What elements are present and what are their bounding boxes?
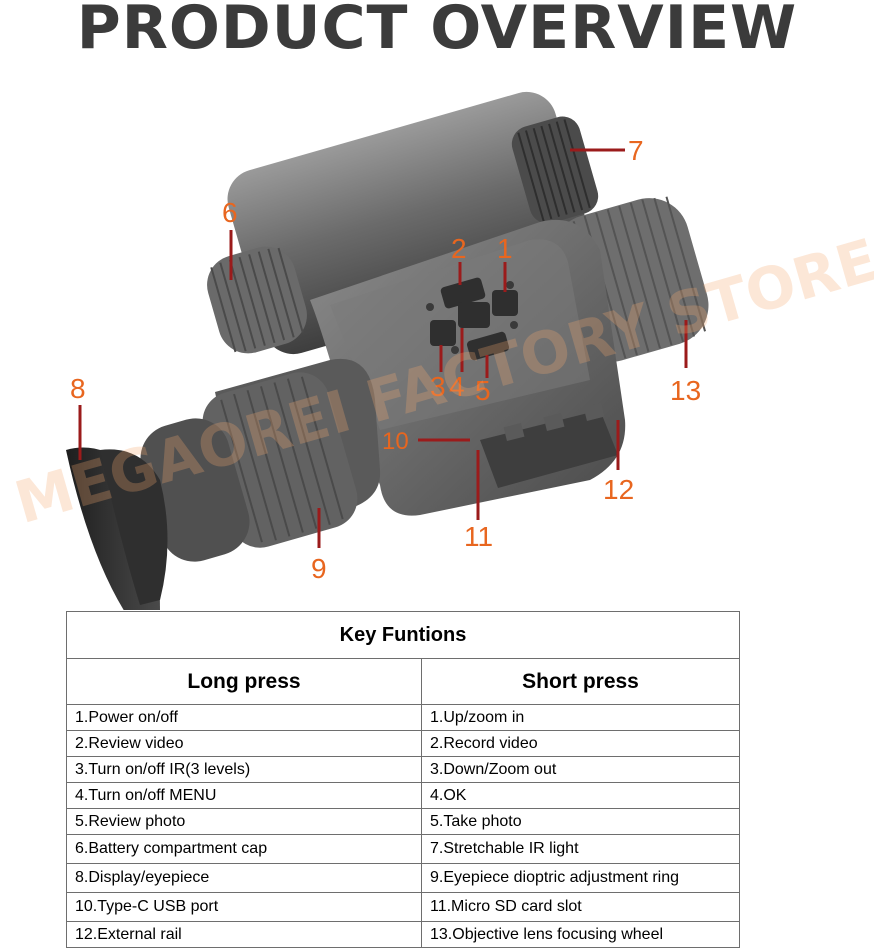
table-row: 2.Review video 2.Record video [66,730,741,757]
eyecup [66,447,168,610]
short-press-cell: 1.Up/zoom in [420,704,741,731]
long-press-cell: 12.External rail [66,921,422,948]
long-press-cell: 6.Battery compartment cap [66,834,422,864]
short-press-cell: 13.Objective lens focusing wheel [420,921,741,948]
short-press-cell: 3.Down/Zoom out [420,756,741,783]
short-press-cell: 5.Take photo [420,808,741,835]
callout-8: 8 [70,373,86,404]
long-press-cell: 8.Display/eyepiece [66,863,422,893]
callout-11: 11 [464,521,493,552]
callout-4: 4 [449,371,465,402]
column-header-long-press: Long press [66,658,422,705]
long-press-cell: 4.Turn on/off MENU [66,782,422,809]
callout-3: 3 [430,371,446,402]
long-press-cell: 3.Turn on/off IR(3 levels) [66,756,422,783]
key-functions-table: Key Funtions Long press Short press 1.Po… [65,611,741,948]
control-buttons [426,277,518,361]
table-row: 10.Type-C USB port 11.Micro SD card slot [66,892,741,922]
callout-leaders [78,148,688,548]
short-press-cell: 9.Eyepiece dioptric adjustment ring [420,863,741,893]
short-press-cell: 11.Micro SD card slot [420,892,741,922]
callout-10: 10 [382,428,409,455]
short-press-cell: 4.OK [420,782,741,809]
long-press-cell: 1.Power on/off [66,704,422,731]
long-press-cell: 10.Type-C USB port [66,892,422,922]
column-header-short-press: Short press [420,658,741,705]
external-rail [480,403,618,488]
callout-12: 12 [603,474,634,505]
short-press-cell: 7.Stretchable IR light [420,834,741,864]
long-press-cell: 5.Review photo [66,808,422,835]
callout-1: 1 [497,233,513,264]
callout-5: 5 [475,375,491,406]
callout-6: 6 [222,197,238,228]
table-row: 8.Display/eyepiece 9.Eyepiece dioptric a… [66,863,741,893]
callout-2: 2 [451,233,467,264]
product-illustration: 1 2 3 4 5 6 7 8 9 10 11 12 13 [66,91,709,610]
table-row: 4.Turn on/off MENU 4.OK [66,782,741,809]
page-title: PRODUCT OVERVIEW [76,0,798,63]
table-title: Key Funtions [65,611,741,659]
long-press-cell: 2.Review video [66,730,422,757]
table-row: 5.Review photo 5.Take photo [66,808,741,835]
callout-9: 9 [311,553,327,584]
short-press-cell: 2.Record video [420,730,741,757]
eyepiece-tube [140,358,381,562]
callout-13: 13 [670,375,701,406]
table-row: 12.External rail 13.Objective lens focus… [66,921,741,948]
table-row: 6.Battery compartment cap 7.Stretchable … [66,834,741,864]
table-row: 1.Power on/off 1.Up/zoom in [66,704,741,731]
table-row: 3.Turn on/off IR(3 levels) 3.Down/Zoom o… [66,756,741,783]
callout-7: 7 [628,135,644,166]
